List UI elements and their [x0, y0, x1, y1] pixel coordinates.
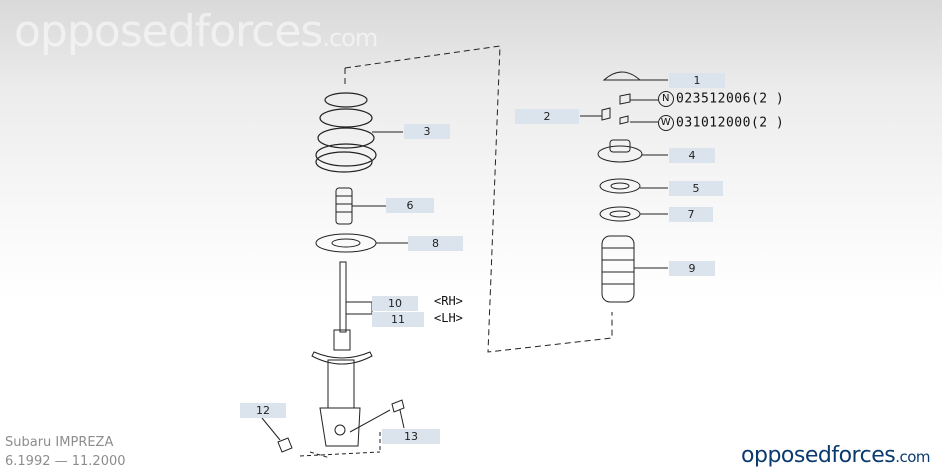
model-years: 6.1992 — 11.2000	[5, 454, 126, 469]
callout-10: 10	[372, 296, 418, 311]
dust-seal	[599, 178, 641, 194]
watermark: opposedforces.com	[14, 6, 378, 57]
strut-bolt	[349, 399, 405, 433]
model-info: Subaru IMPREZA 6.1992 — 11.2000	[5, 433, 126, 471]
callout-8: 8	[408, 236, 463, 251]
callout-5: 5	[669, 181, 723, 196]
lower-spring-seat	[315, 233, 377, 253]
strut-body	[311, 261, 373, 447]
callout-13: 13	[382, 429, 440, 444]
washer-symbol: W	[658, 115, 674, 131]
upper-spring-seat	[599, 206, 641, 222]
brand-main: opposedforces	[741, 443, 896, 468]
side-lh: <LH>	[434, 311, 463, 325]
callout-6: 6	[386, 198, 434, 213]
washer-top	[619, 115, 629, 125]
nut-symbol: N	[658, 91, 674, 107]
part-number-nut-text: 023512006(2 )	[676, 91, 785, 107]
callout-11: 11	[372, 312, 424, 327]
callout-12: 12	[240, 403, 286, 418]
watermark-suffix: .com	[322, 24, 378, 52]
strut-mount-cap	[602, 71, 642, 81]
callout-7: 7	[669, 207, 713, 222]
callout-1: 1	[669, 73, 725, 88]
coil-spring	[315, 92, 377, 173]
strut-mount	[597, 139, 643, 163]
callout-9: 9	[669, 261, 715, 276]
bump-stopper	[335, 187, 353, 225]
self-locking-nut	[277, 437, 293, 453]
retainer	[601, 107, 611, 121]
callout-4: 4	[669, 148, 715, 163]
side-rh: <RH>	[434, 294, 463, 308]
self-locking-nut-top	[619, 93, 631, 105]
callout-3: 3	[404, 124, 450, 139]
dust-cover	[601, 235, 635, 303]
part-number-washer-text: 031012000(2 )	[676, 115, 785, 131]
brand-suffix: .com	[895, 448, 930, 466]
assembly-dashed-outline	[344, 45, 613, 353]
callout-2: 2	[515, 109, 579, 124]
watermark-main: opposedforces	[14, 6, 323, 57]
brand-logo[interactable]: opposedforces.com	[741, 443, 930, 468]
model-name: Subaru IMPREZA	[5, 435, 114, 450]
